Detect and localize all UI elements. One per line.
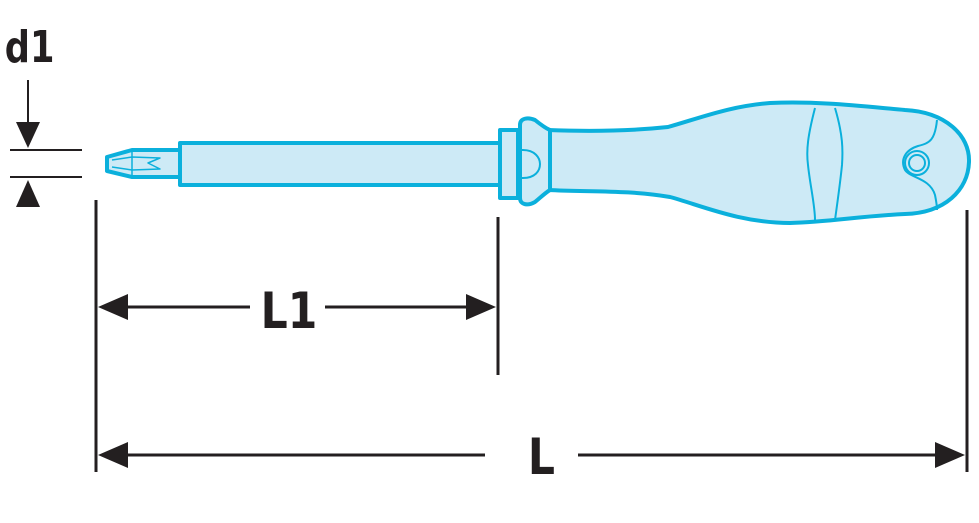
arrow-down-icon [16,122,40,148]
l-label: L [528,428,555,486]
screwdriver-handle [546,100,972,225]
arrow-left-icon [98,294,128,320]
arrow-right-icon [466,294,496,320]
hang-hole-icon [908,154,926,172]
d1-label: d1 [5,22,55,73]
screwdriver-tip [105,148,182,179]
l-dimension [98,442,965,468]
screwdriver-shaft [178,141,502,187]
d1-dimension [10,80,82,207]
l1-label: L1 [261,282,318,340]
screwdriver-ferrule [498,128,520,200]
extension-lines [94,200,969,472]
arrow-left-icon [98,442,128,468]
arrow-up-icon [16,180,40,207]
screwdriver-collar [518,116,552,207]
arrow-right-icon [935,442,965,468]
screwdriver [105,100,972,225]
l1-dimension [98,294,496,320]
